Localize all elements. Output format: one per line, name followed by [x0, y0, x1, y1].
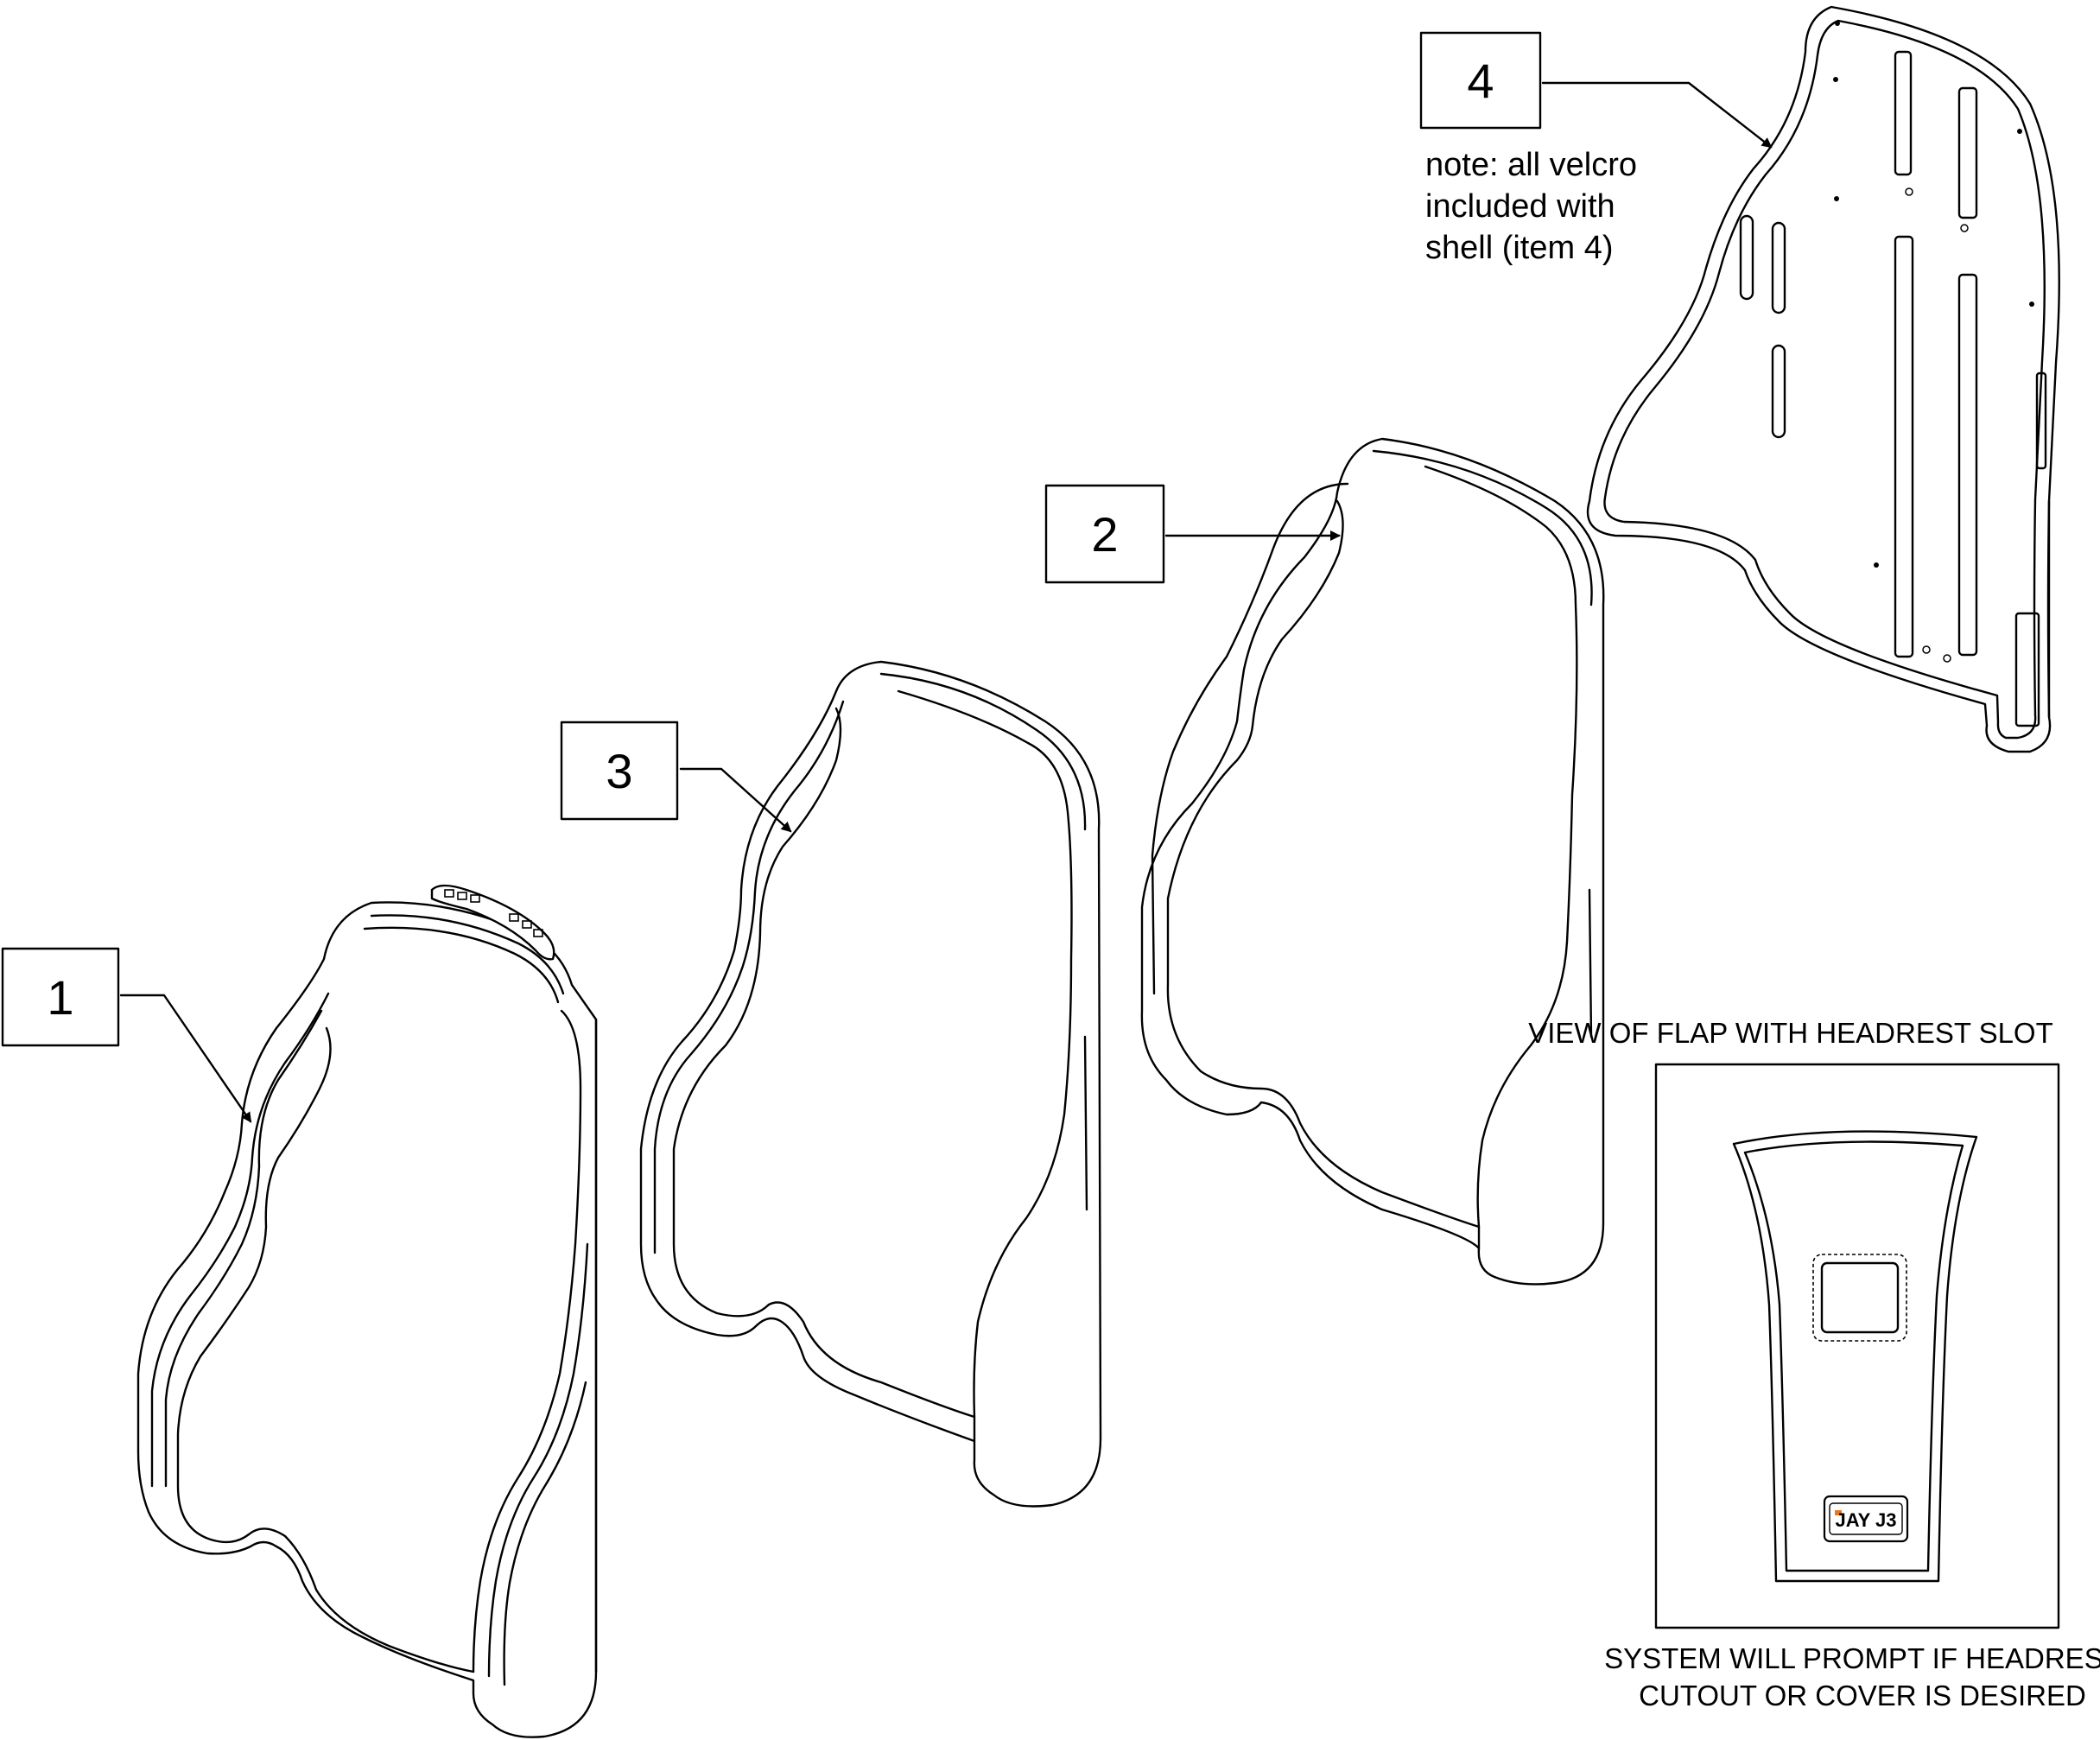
headrest-slot — [1820, 1261, 1900, 1334]
part-4-shell — [1586, 5, 2060, 753]
velcro-note: note: all velcro included with shell (it… — [1425, 147, 1637, 266]
leader-line-4 — [1541, 81, 1773, 149]
part-1-cover — [136, 884, 598, 1738]
note-line-2: included with — [1425, 188, 1615, 225]
headrest-slot-outline — [1812, 1254, 1907, 1342]
callout-2: 2 — [1044, 484, 1341, 584]
detail-caption-line-2: CUTOUT OR COVER IS DESIRED — [1639, 1680, 2086, 1711]
detail-caption-line-1: SYSTEM WILL PROMPT IF HEADREST — [1604, 1642, 2100, 1674]
leader-line-1 — [119, 994, 252, 1123]
brand-badge: JAY J3 — [1823, 1495, 1909, 1543]
callout-1: 1 — [1, 947, 252, 1123]
detail-title: VIEW OF FLAP WITH HEADREST SLOT — [1528, 1017, 2053, 1049]
note-line-1: note: all velcro — [1425, 147, 1637, 183]
detail-frame — [1654, 1063, 2060, 1629]
callout-4: 4 — [1419, 31, 1773, 149]
brand-logo-text: JAY J3 — [1836, 1509, 1897, 1531]
part-3-foam — [639, 660, 1102, 1508]
callout-3: 3 — [560, 721, 792, 833]
callout-label-2: 2 — [1091, 507, 1118, 562]
flap-outline — [1732, 1130, 1978, 1583]
part-2-foam — [1140, 437, 1605, 1286]
callout-label-3: 3 — [606, 744, 632, 798]
leader-line-3 — [679, 767, 792, 833]
flap-detail-view: VIEW OF FLAP WITH HEADREST SLOT JAY J3 S… — [1528, 1017, 2100, 1711]
callout-label-1: 1 — [47, 970, 73, 1025]
note-line-3: shell (item 4) — [1425, 230, 1614, 266]
callout-label-4: 4 — [1467, 54, 1494, 108]
